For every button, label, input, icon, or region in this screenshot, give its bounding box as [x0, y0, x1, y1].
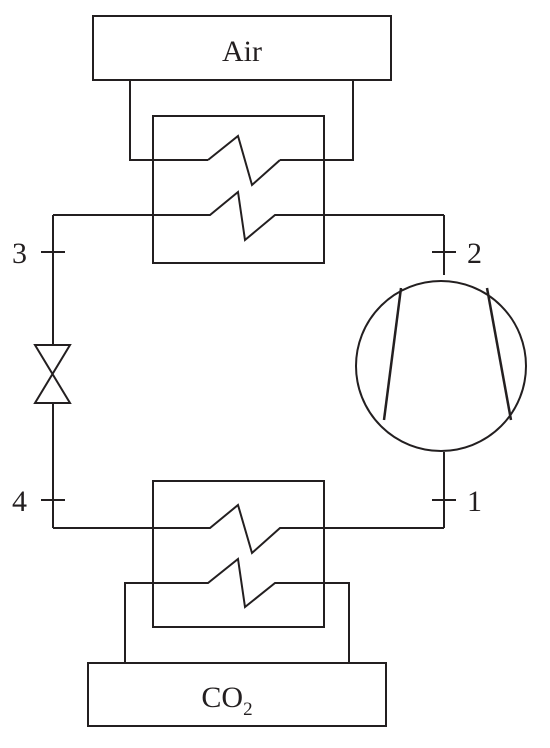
co2-box-frame	[87, 662, 387, 727]
gas-cooler-frame	[152, 115, 325, 264]
compressor-casing	[355, 280, 527, 452]
co2-box-label: CO2	[201, 681, 252, 720]
evaporator-heat-exchanger	[53, 480, 444, 663]
compressor	[355, 280, 527, 452]
expansion-valve-symbol	[33, 344, 72, 404]
state-1-label: 1	[467, 485, 482, 518]
gas-cooler-heat-exchanger	[53, 115, 444, 264]
state-2-label: 2	[467, 237, 482, 270]
air-box-label: Air	[222, 35, 262, 68]
evaporator-coil-lower	[124, 557, 350, 663]
co2-box: CO2	[87, 662, 387, 727]
air-box: Air	[92, 15, 392, 81]
state-3-label: 3	[12, 237, 27, 270]
co2-label-main: CO	[201, 681, 243, 714]
air-pipe-right	[280, 80, 354, 161]
compressor-blade-right	[485, 287, 513, 421]
compressor-blade-left	[382, 287, 403, 421]
air-box-frame	[92, 15, 392, 81]
expansion-valve	[33, 344, 72, 404]
gas-cooler-coil-lower	[53, 190, 444, 242]
gas-cooler-coil-upper	[207, 134, 281, 187]
state-4-label: 4	[12, 485, 27, 518]
air-pipe-left	[129, 80, 208, 161]
evaporator-frame	[152, 480, 325, 628]
evaporator-coil-upper	[53, 503, 444, 555]
co2-label-subscript: 2	[243, 699, 253, 720]
